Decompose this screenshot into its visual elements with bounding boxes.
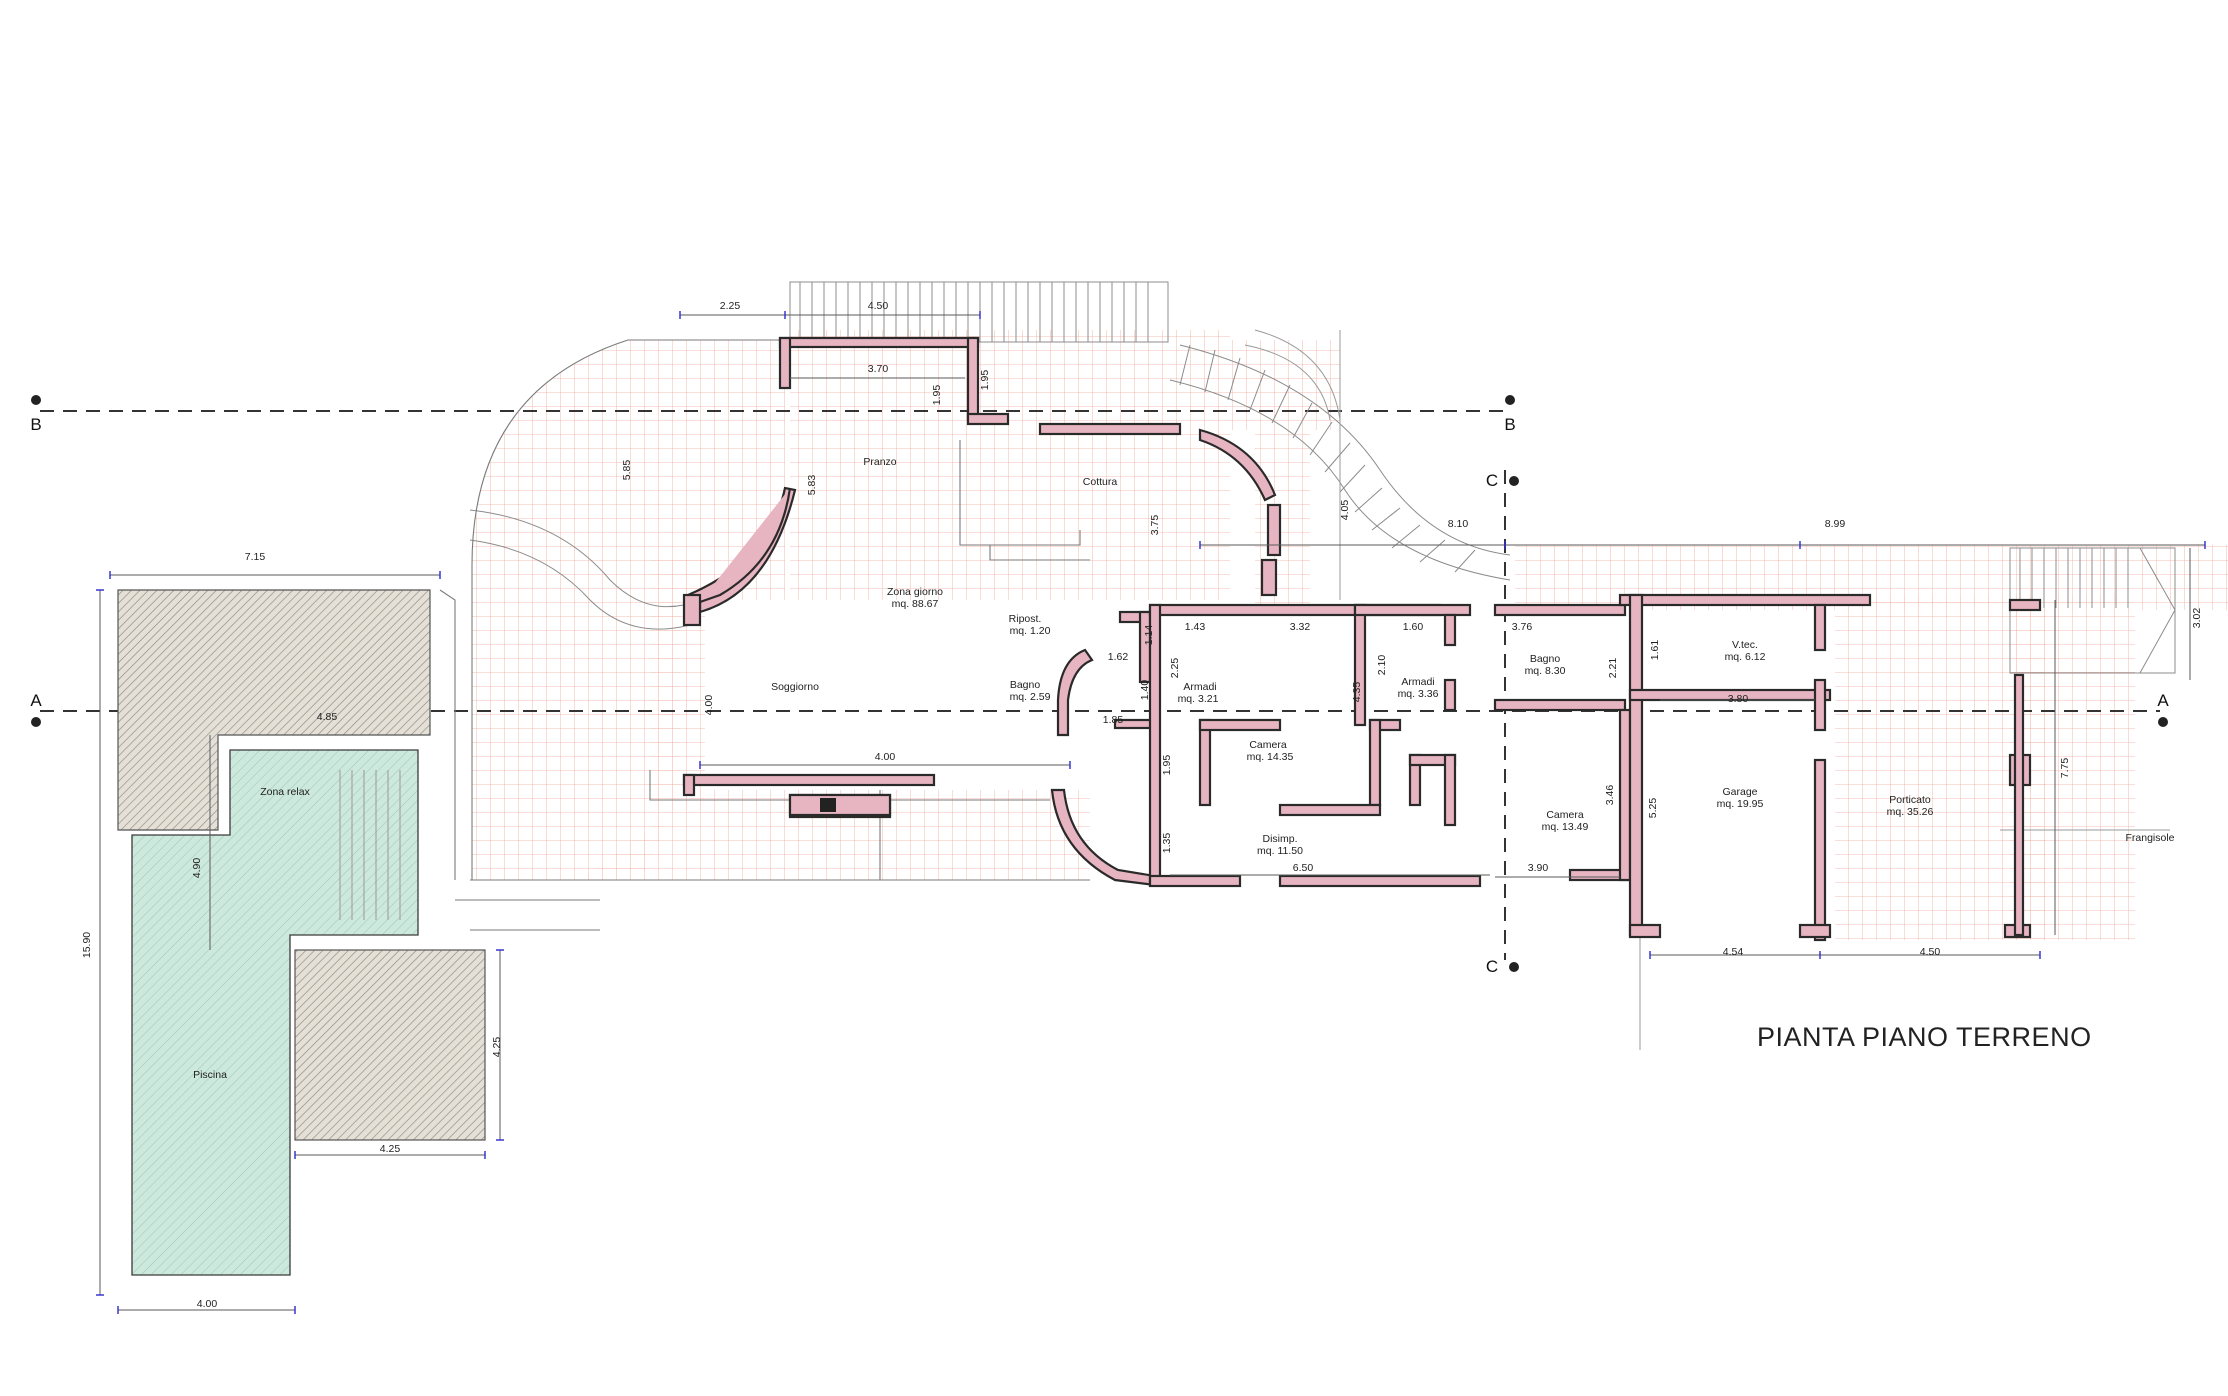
- dim-4-00-pool: 4.00: [197, 1298, 218, 1310]
- dim-6-50: 6.50: [1293, 862, 1314, 874]
- dim-15-90: 15.90: [81, 932, 93, 958]
- section-b-right: B: [1504, 415, 1515, 434]
- dim-7-15: 7.15: [245, 551, 266, 563]
- dim-1-95-c: 1.95: [1161, 755, 1173, 776]
- section-b-left: B: [30, 415, 41, 434]
- dim-3-02: 3.02: [2191, 608, 2203, 629]
- dim-7-75: 7.75: [2059, 758, 2071, 779]
- dim-1-40: 1.40: [1139, 680, 1151, 701]
- section-a-right: A: [2157, 691, 2169, 710]
- room-labels: Pranzo Cottura Zona giorno mq. 88.67 Sog…: [193, 456, 2175, 1081]
- room-piscina: Piscina: [193, 1069, 227, 1081]
- room-cottura: Cottura: [1083, 476, 1118, 488]
- dim-4-05: 4.05: [1339, 500, 1351, 521]
- room-camera-2: Camera: [1546, 809, 1584, 821]
- room-bagno-1-area: mq. 2.59: [1010, 691, 1051, 703]
- room-camera-1: Camera: [1249, 739, 1287, 751]
- dim-4-25-v: 4.25: [491, 1037, 503, 1058]
- room-ripost-area: mq. 1.20: [1010, 625, 1051, 637]
- room-disimp: Disimp.: [1262, 833, 1297, 845]
- dim-1-60: 1.60: [1403, 621, 1424, 633]
- room-soggiorno: Soggiorno: [771, 681, 819, 693]
- room-camera-1-area: mq. 14.35: [1247, 751, 1294, 763]
- room-porticato: Porticato: [1889, 794, 1931, 806]
- dim-2-10: 2.10: [1376, 655, 1388, 676]
- room-pranzo: Pranzo: [863, 456, 896, 468]
- dim-3-90: 3.90: [1528, 862, 1549, 874]
- room-bagno-2: Bagno: [1530, 653, 1561, 665]
- dim-1-14: 1.14: [1143, 625, 1155, 646]
- dim-1-95-b: 1.95: [979, 370, 991, 391]
- room-armadi-1: Armadi: [1183, 681, 1216, 693]
- room-porticato-area: mq. 35.26: [1887, 806, 1934, 818]
- dim-5-85: 5.85: [621, 460, 633, 481]
- dim-2-25-arm: 2.25: [1169, 658, 1181, 679]
- walls: [682, 336, 2042, 942]
- dim-8-10: 8.10: [1448, 518, 1469, 530]
- room-zona-giorno: Zona giorno: [887, 586, 943, 598]
- room-vtec-area: mq. 6.12: [1725, 651, 1766, 663]
- dim-3-70: 3.70: [868, 363, 889, 375]
- dimension-labels: 2.25 4.50 3.70 1.95 1.95 5.85 5.83 3.75 …: [81, 300, 2203, 1310]
- room-armadi-2-area: mq. 3.36: [1398, 688, 1439, 700]
- room-armadi-1-area: mq. 3.21: [1178, 693, 1219, 705]
- dim-4-54: 4.54: [1723, 946, 1744, 958]
- section-c-bottom: C: [1486, 957, 1498, 976]
- dim-2-21: 2.21: [1607, 658, 1619, 679]
- dim-1-43: 1.43: [1185, 621, 1206, 633]
- section-c-top: C: [1486, 471, 1498, 490]
- dim-4-35: 4.35: [1351, 682, 1363, 703]
- dim-4-85: 4.85: [317, 711, 338, 723]
- dim-4-00-bot: 4.00: [875, 751, 896, 763]
- dim-4-25-h: 4.25: [380, 1143, 401, 1155]
- pool-area: [117, 589, 486, 1276]
- annotation-frangisole: Frangisole: [2125, 832, 2174, 844]
- dim-1-62: 1.62: [1108, 651, 1129, 663]
- room-bagno-1: Bagno: [1010, 679, 1041, 691]
- dim-1-85: 1.85: [1103, 714, 1124, 726]
- room-armadi-2: Armadi: [1401, 676, 1434, 688]
- room-ripost: Ripost.: [1009, 613, 1042, 625]
- room-zona-giorno-area: mq. 88.67: [892, 598, 939, 610]
- dim-3-80: 3.80: [1728, 693, 1749, 705]
- dim-4-00-liv: 4.00: [703, 695, 715, 716]
- room-disimp-area: mq. 11.50: [1257, 845, 1303, 857]
- exterior-stairs: [469, 281, 2176, 674]
- room-vtec: V.tec.: [1732, 639, 1758, 651]
- plan-title: PIANTA PIANO TERRENO: [1757, 1022, 2092, 1052]
- dim-2-25-top: 2.25: [720, 300, 741, 312]
- dim-8-99: 8.99: [1825, 518, 1846, 530]
- section-markers: B B A A C C: [30, 395, 2169, 976]
- dim-4-50-top: 4.50: [868, 300, 889, 312]
- room-garage: Garage: [1722, 786, 1757, 798]
- room-bagno-2-area: mq. 8.30: [1525, 665, 1566, 677]
- dim-1-61: 1.61: [1649, 640, 1661, 661]
- dim-1-35: 1.35: [1161, 833, 1173, 854]
- dim-5-25: 5.25: [1647, 798, 1659, 819]
- dim-3-76: 3.76: [1512, 621, 1533, 633]
- room-zona-relax: Zona relax: [260, 786, 310, 798]
- dim-4-90: 4.90: [191, 858, 203, 879]
- terrace-tiling: [472, 330, 2228, 940]
- dim-3-46: 3.46: [1604, 785, 1616, 806]
- dim-1-95-a: 1.95: [931, 385, 943, 406]
- dimension-ticks: [96, 311, 2206, 1314]
- dim-3-32: 3.32: [1290, 621, 1311, 633]
- section-a-left: A: [30, 691, 42, 710]
- dim-4-50-bot: 4.50: [1920, 946, 1941, 958]
- room-garage-area: mq. 19.95: [1717, 798, 1764, 810]
- dim-5-83: 5.83: [806, 475, 818, 496]
- room-camera-2-area: mq. 13.49: [1542, 821, 1589, 833]
- dim-3-75: 3.75: [1149, 515, 1161, 536]
